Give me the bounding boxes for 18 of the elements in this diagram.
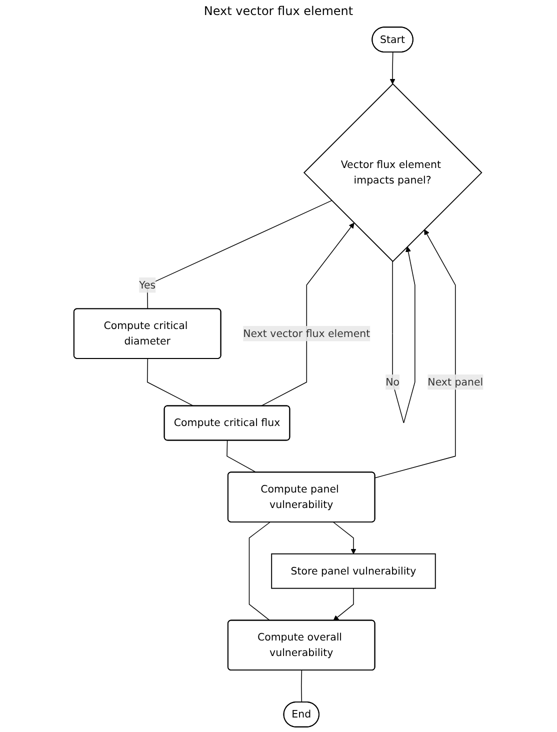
arrow [260,222,354,406]
note-label: Next vector flux element [204,4,354,18]
edge-label: Next panel [428,376,484,388]
connector [248,522,270,621]
edge-label: Next vector flux element [243,327,370,340]
arrow [374,229,456,478]
connector [146,200,332,310]
connector [146,358,194,406]
arrow [333,522,356,554]
connector [226,440,257,473]
arrow [390,52,396,84]
edge-label: No [386,376,400,388]
arrow [333,588,354,621]
connector [300,670,302,703]
edge-label: Yes [139,278,156,291]
node-box: Store panel vulnerability [271,553,436,589]
node-diamond: Vector flux element impacts panel? [303,83,482,262]
arrow [392,246,416,424]
